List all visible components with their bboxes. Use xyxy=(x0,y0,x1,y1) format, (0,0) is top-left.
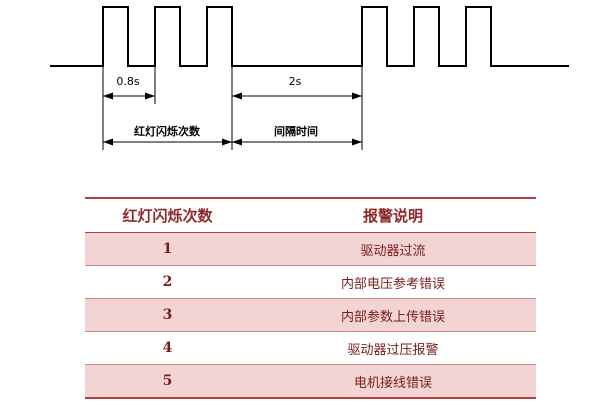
dimension-arrows xyxy=(103,92,362,146)
table-row: 4 驱动器过压报警 xyxy=(85,331,536,365)
blink-count-cell: 3 xyxy=(85,298,250,332)
gap-time-label: 间隔时间 xyxy=(274,124,318,138)
alarm-desc-cell: 驱动器过流 xyxy=(250,232,536,266)
blink-count-label: 红灯闪烁次数 xyxy=(134,124,201,138)
blink-count-cell: 1 xyxy=(85,232,250,266)
alarm-desc-cell: 驱动器过压报警 xyxy=(250,331,536,365)
guide-lines xyxy=(102,66,363,150)
table-row: 5 电机接线错误 xyxy=(85,364,536,399)
alarm-desc-cell: 内部参数上传错误 xyxy=(250,298,536,332)
alarm-desc-cell: 电机接线错误 xyxy=(250,364,536,399)
gap-label-arrow xyxy=(232,138,362,146)
table-row: 2 内部电压参考错误 xyxy=(85,265,536,299)
blink-count-cell: 5 xyxy=(85,364,250,399)
pulse-waveform xyxy=(50,6,569,67)
timing-diagram: 0.8s 2s 红灯闪烁次数 间隔时间 xyxy=(50,6,569,150)
alarm-desc-cell: 内部电压参考错误 xyxy=(250,265,536,299)
blink-count-cell: 4 xyxy=(85,331,250,365)
alarm-code-table: 红灯闪烁次数 报警说明 1 驱动器过流 2 内部电压参考错误 3 内部参数上传错… xyxy=(85,197,536,399)
table-header-row: 红灯闪烁次数 报警说明 xyxy=(85,197,536,233)
period-arrow xyxy=(103,92,155,100)
blink-count-arrow xyxy=(103,138,232,146)
table-row: 3 内部参数上传错误 xyxy=(85,298,536,332)
period-label: 0.8s xyxy=(116,75,139,88)
table-row: 1 驱动器过流 xyxy=(85,232,536,266)
gap-arrow xyxy=(232,92,362,100)
header-blink-count: 红灯闪烁次数 xyxy=(85,197,250,233)
blink-count-cell: 2 xyxy=(85,265,250,299)
header-alarm-desc: 报警说明 xyxy=(250,197,536,233)
gap-duration-label: 2s xyxy=(289,75,302,88)
